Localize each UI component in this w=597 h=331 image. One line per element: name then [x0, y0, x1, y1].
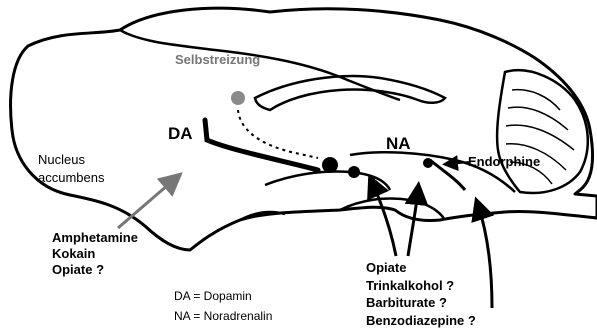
da-label: DA [168, 124, 193, 143]
opiate-arrow [372, 182, 396, 256]
opiate-left-label: Opiate ? [52, 262, 104, 277]
na-label: NA [386, 134, 411, 153]
midbrain [265, 172, 390, 190]
brain-outline [11, 8, 597, 250]
nucleus-label-line1: Nucleus [38, 152, 85, 167]
legend-da: DA = Dopamin [174, 289, 252, 303]
cerebellum-folia [506, 90, 574, 184]
dopamine-pathway [205, 120, 318, 170]
da-target-dot [348, 166, 360, 178]
self-stimulation-dot [231, 91, 245, 105]
na-dot [423, 158, 433, 168]
kokain-label: Kokain [52, 246, 95, 261]
amphetamine-label: Amphetamine [52, 230, 138, 245]
amphetamine-arrow [118, 178, 176, 228]
noradrenalin-pathway [430, 160, 465, 190]
legend-na: NA = Noradrenalin [174, 309, 272, 323]
endorphine-label: Endorphine [468, 154, 540, 169]
nucleus-label-line2: accumbens [38, 170, 105, 185]
opiate-bottom-label: Opiate [366, 260, 406, 275]
benzodiazepine-label: Benzodiazepine ? [366, 313, 476, 328]
barbiturate-label: Barbiturate ? [366, 295, 447, 310]
self-stimulation-label: Selbstreizung [175, 52, 260, 67]
trinkalkohol-label: Trinkalkohol ? [366, 278, 454, 293]
nucleus-dot [322, 157, 338, 173]
benzodiazepine-arrow [478, 205, 492, 308]
